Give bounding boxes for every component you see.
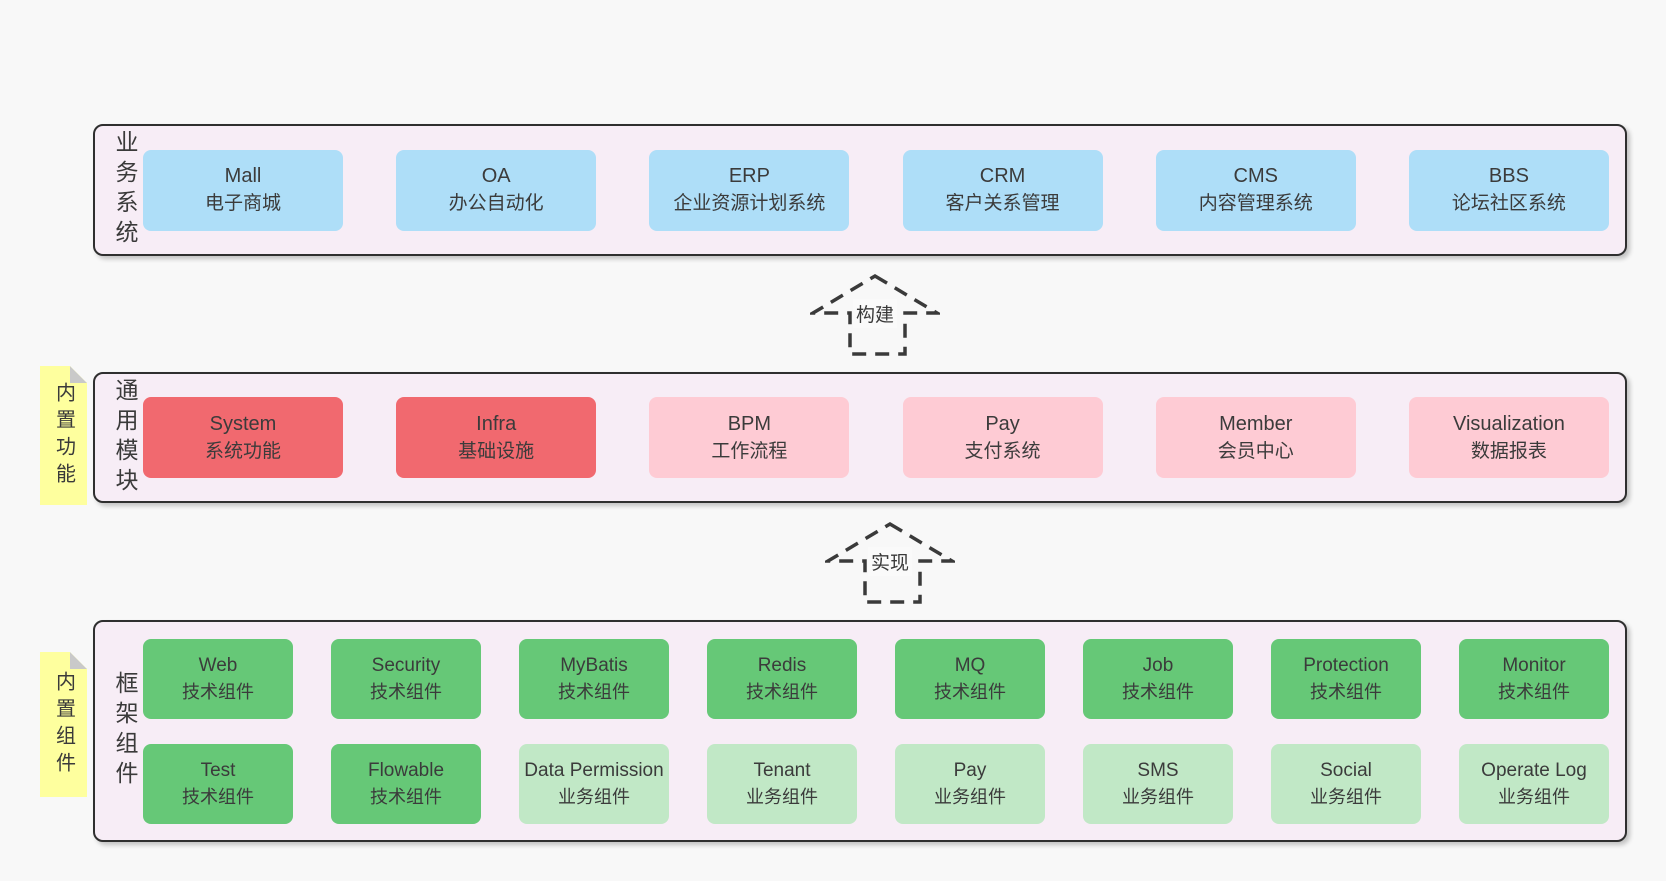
box-erp: ERP 企业资源计划系统 xyxy=(649,149,850,231)
box-pay-module: Pay 支付系统 xyxy=(902,397,1103,478)
box-system: System 系统功能 xyxy=(143,397,343,478)
framework-row-2: Test 技术组件 Flowable 技术组件 Data Permission … xyxy=(143,743,1609,824)
box-crm: CRM 客户关系管理 xyxy=(902,149,1103,231)
arrow-implement-label: 实现 xyxy=(867,547,913,576)
box-protection: Protection 技术组件 xyxy=(1271,638,1421,719)
box-sms: SMS 业务组件 xyxy=(1083,743,1233,824)
up-arrow-icon xyxy=(825,521,955,604)
box-operate-log: Operate Log 业务组件 xyxy=(1459,743,1609,824)
note-builtin-features: 内置功能 xyxy=(40,366,87,505)
layer-business-systems: 业务系统 Mall 电子商城 OA 办公自动化 ERP 企业资源计划系统 CRM… xyxy=(93,124,1627,256)
box-tenant: Tenant 业务组件 xyxy=(707,743,857,824)
box-mq: MQ 技术组件 xyxy=(895,638,1045,719)
box-member: Member 会员中心 xyxy=(1155,397,1356,478)
layer-common-modules: 通用模块 System 系统功能 Infra 基础设施 BPM 工作流程 Pay… xyxy=(93,372,1627,503)
box-job: Job 技术组件 xyxy=(1083,638,1233,719)
box-test: Test 技术组件 xyxy=(143,743,293,824)
box-mall: Mall 电子商城 xyxy=(143,149,343,231)
box-monitor: Monitor 技术组件 xyxy=(1459,638,1609,719)
box-pay-component: Pay 业务组件 xyxy=(895,743,1045,824)
modules-boxes-row: System 系统功能 Infra 基础设施 BPM 工作流程 Pay 支付系统… xyxy=(143,397,1625,478)
box-bbs: BBS 论坛社区系统 xyxy=(1408,149,1609,231)
box-infra: Infra 基础设施 xyxy=(396,397,597,478)
box-cms: CMS 内容管理系统 xyxy=(1155,149,1356,231)
business-boxes-row: Mall 电子商城 OA 办公自动化 ERP 企业资源计划系统 CRM 客户关系… xyxy=(143,149,1625,231)
box-oa: OA 办公自动化 xyxy=(396,149,597,231)
box-bpm: BPM 工作流程 xyxy=(649,397,850,478)
layer-label-business: 业务系统 xyxy=(112,130,138,250)
note-builtin-components: 内置组件 xyxy=(40,652,87,797)
arrow-build-label: 构建 xyxy=(852,299,898,328)
framework-row-1: Web 技术组件 Security 技术组件 MyBatis 技术组件 Redi… xyxy=(143,638,1609,719)
up-arrow-icon xyxy=(810,273,940,356)
layer-label-framework: 框架组件 xyxy=(112,671,138,791)
arrow-build: 构建 xyxy=(810,273,940,357)
layer-label-modules: 通用模块 xyxy=(112,377,138,498)
box-flowable: Flowable 技术组件 xyxy=(331,743,481,824)
box-web: Web 技术组件 xyxy=(143,638,293,719)
box-data-permission: Data Permission 业务组件 xyxy=(519,743,669,824)
box-visualization: Visualization 数据报表 xyxy=(1408,397,1609,478)
box-redis: Redis 技术组件 xyxy=(707,638,857,719)
layer-framework-components: 框架组件 Web 技术组件 Security 技术组件 MyBatis 技术组件… xyxy=(93,620,1627,842)
box-security: Security 技术组件 xyxy=(331,638,481,719)
framework-rows: Web 技术组件 Security 技术组件 MyBatis 技术组件 Redi… xyxy=(143,638,1625,824)
box-social: Social 业务组件 xyxy=(1271,743,1421,824)
box-mybatis: MyBatis 技术组件 xyxy=(519,638,669,719)
arrow-implement: 实现 xyxy=(825,521,955,605)
